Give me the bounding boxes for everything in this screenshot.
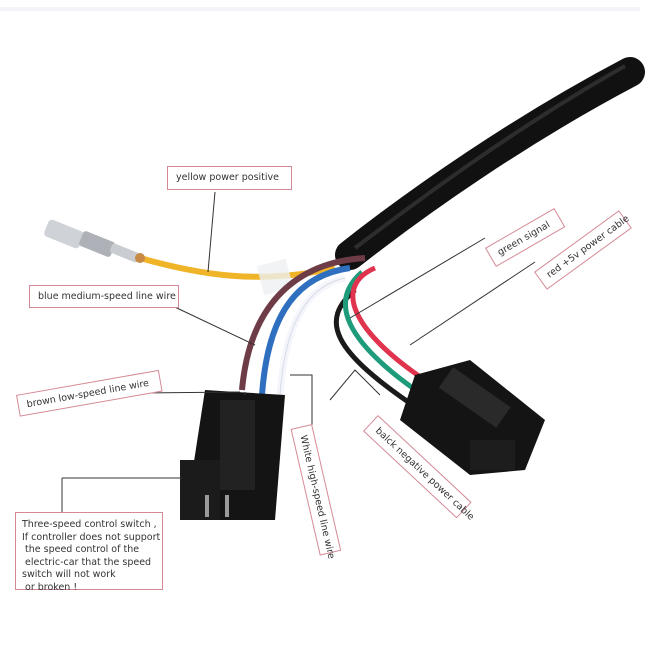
brown-wire [239, 255, 366, 391]
main-cable [335, 57, 645, 270]
red-wire [350, 265, 442, 393]
top-divider [0, 7, 640, 11]
bullet-terminal [44, 219, 145, 263]
black-wire [333, 288, 422, 413]
green-wire [343, 270, 432, 403]
three-speed-switch-connector [180, 390, 285, 520]
throttle-connector [400, 360, 545, 475]
label-yellow-power-positive: yellow power positive [167, 166, 292, 190]
label-three-speed-switch-note: Three-speed control switch , If controll… [15, 512, 163, 593]
blue-wire [259, 265, 351, 396]
label-blue-medium-speed: blue medium-speed line wire [29, 285, 179, 308]
leader-lines [61, 191, 536, 512]
